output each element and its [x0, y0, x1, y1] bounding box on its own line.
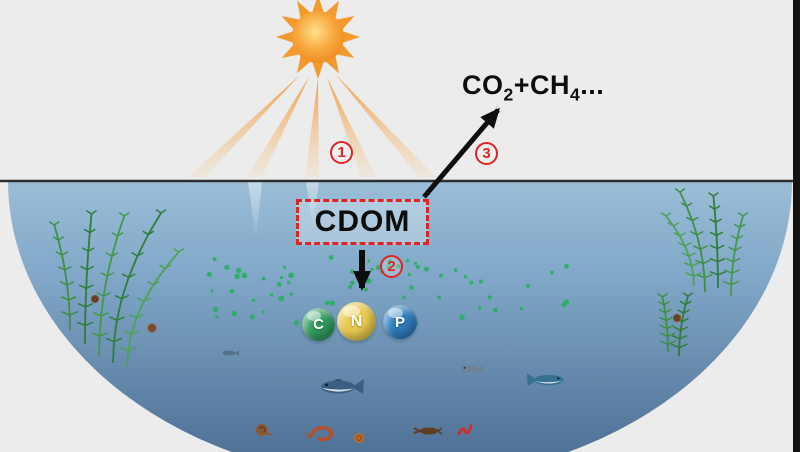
sun-rays — [188, 75, 436, 177]
nutrient-nitrogen-sphere: N — [337, 302, 376, 341]
nutrient-phosphorus-label: P — [394, 313, 405, 331]
seaweed-left-icon — [49, 209, 184, 368]
seaweed-right-icon — [657, 188, 749, 357]
gases-sub2: 2 — [503, 84, 514, 105]
snail-icon — [91, 295, 99, 303]
crayfish-icon — [413, 427, 443, 435]
nutrient-carbon-sphere: C — [302, 308, 335, 341]
nutrient-phosphorus-sphere: P — [383, 305, 417, 339]
fish-icon — [222, 350, 239, 356]
cdom-box: CDOM — [296, 199, 429, 245]
arrow-to-gases — [422, 107, 500, 199]
right-border — [793, 0, 800, 452]
fish-icon — [321, 379, 364, 394]
shrimp-icon — [304, 426, 334, 442]
step-3-badge: 3 — [475, 142, 498, 165]
cdom-label: CDOM — [314, 205, 411, 238]
gases-ch: +CH — [513, 70, 571, 100]
snail-icon — [354, 433, 364, 443]
step-2-badge: 2 — [380, 255, 403, 278]
sun-icon — [276, 0, 360, 79]
nutrient-carbon-label: C — [313, 316, 324, 333]
gases-label: CO2+CH4... — [462, 70, 604, 105]
process-arrows — [353, 107, 500, 291]
gases-ellipsis: ... — [580, 70, 605, 100]
nutrient-nitrogen-label: N — [350, 312, 363, 330]
snail-icon — [256, 424, 273, 436]
fish-icon — [461, 365, 484, 373]
snail-icon — [147, 323, 157, 333]
gases-co: CO — [462, 70, 504, 100]
gases-sub4: 4 — [570, 84, 581, 105]
fish-icon — [526, 373, 564, 386]
step-1-badge: 1 — [330, 141, 353, 164]
light-streaks — [248, 182, 319, 240]
worm-icon — [457, 424, 473, 436]
aquatic-animals — [91, 295, 681, 443]
snail-icon — [673, 314, 681, 322]
